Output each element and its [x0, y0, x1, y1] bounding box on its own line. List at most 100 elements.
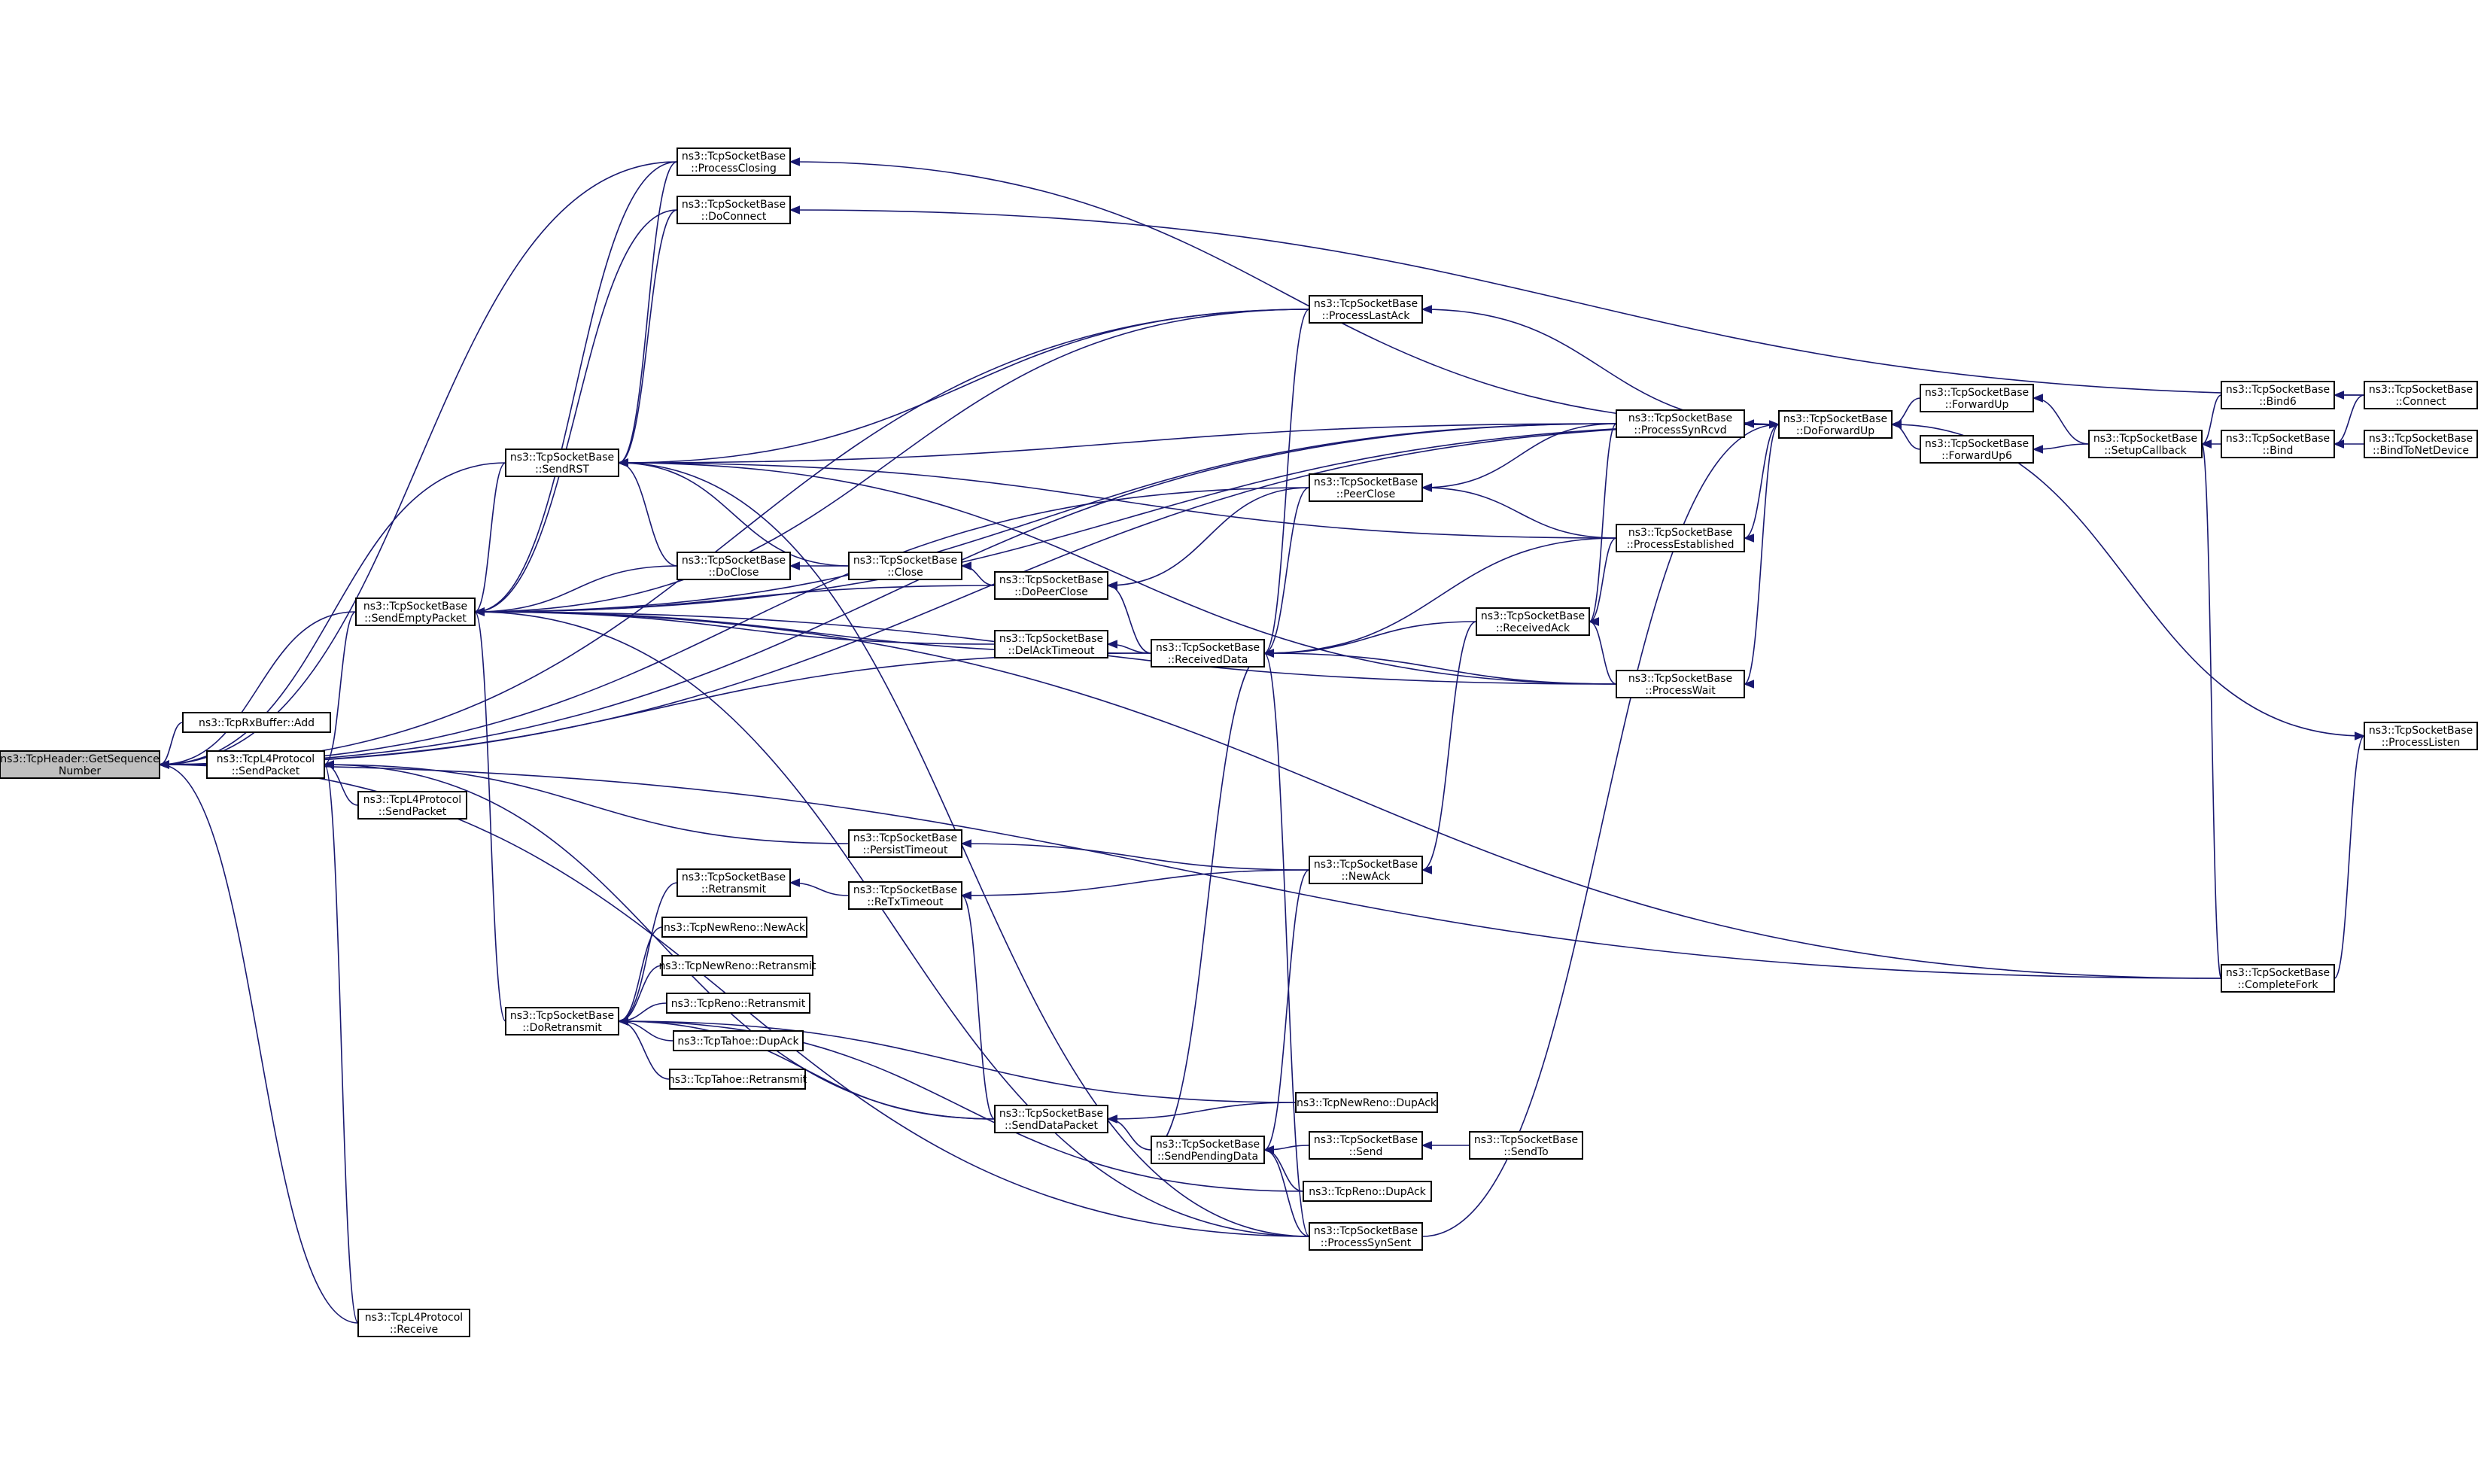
node-label-line: ::ReTxTimeout [867, 896, 944, 908]
node-label-line: ns3::TcpL4Protocol [365, 1312, 463, 1324]
edge-n28-to-n7 [617, 1017, 1297, 1103]
node-label-line: ::SendPacket [232, 765, 300, 777]
graph-node[interactable]: ns3::TcpL4Protocol::SendPacket [357, 791, 467, 820]
node-box [2221, 430, 2335, 458]
edge-n26-to-n23 [1263, 487, 1310, 658]
node-label-line: ns3::TcpSocketBase [363, 601, 467, 613]
edge-path [473, 423, 1617, 616]
edge-n31-to-n37 [1421, 420, 1780, 1237]
graph-node[interactable]: ns3::TcpSocketBase::SendTo [1469, 1131, 1583, 1160]
graph-node[interactable]: ns3::TcpSocketBase::NewAck [1309, 856, 1423, 884]
graph-node[interactable]: ns3::TcpSocketBase::DoPeerClose [994, 571, 1108, 600]
graph-node[interactable]: ns3::TcpSocketBase::PersistTimeout [848, 829, 962, 858]
node-box [1309, 1222, 1423, 1251]
graph-node[interactable]: ns3::TcpTahoe::DupAck [673, 1030, 804, 1051]
graph-node[interactable]: ns3::TcpSocketBase::ProcessEstablished [1616, 524, 1745, 552]
graph-node[interactable]: ns3::TcpRxBuffer::Add [182, 712, 331, 733]
graph-node[interactable]: ns3::TcpSocketBase::ProcessSynRcvd [1616, 409, 1745, 438]
edge-n46-to-n5 [473, 607, 2222, 979]
edge-n31-to-n23 [1263, 649, 1310, 1237]
node-label-line: ::BindToNetDevice [2373, 445, 2469, 457]
edge-n11-to-n7 [617, 882, 678, 1026]
graph-node[interactable]: ns3::TcpSocketBase::ProcessClosing [676, 147, 791, 176]
graph-node[interactable]: ns3::TcpSocketBase::ReTxTimeout [848, 881, 962, 910]
graph-node[interactable]: ns3::TcpSocketBase::SetupCallback [2088, 430, 2203, 458]
graph-node[interactable]: ns3::TcpSocketBase::Bind6 [2221, 381, 2335, 409]
edge-path [1421, 483, 1617, 539]
node-box [1151, 639, 1265, 667]
graph-node[interactable]: ns3::TcpSocketBase::ReceivedAck [1476, 607, 1590, 636]
graph-node[interactable]: ns3::TcpSocketBase::DoClose [676, 552, 791, 580]
graph-node[interactable]: ns3::TcpReno::Retransmit [666, 993, 810, 1014]
node-label-line: ::SendPendingData [1157, 1151, 1258, 1163]
edge-path [158, 760, 359, 1324]
edge-path [1588, 537, 1617, 626]
graph-node[interactable]: ns3::TcpSocketBase::SendEmptyPacket [355, 598, 476, 626]
edge-path [1421, 423, 1617, 492]
graph-node[interactable]: ns3::TcpNewReno::Retransmit [658, 955, 816, 976]
graph-node[interactable]: ns3::TcpSocketBase::DelAckTimeout [994, 630, 1108, 658]
graph-node[interactable]: ns3::TcpSocketBase::ProcessSynSent [1309, 1222, 1423, 1251]
graph-node[interactable]: ns3::TcpSocketBase::Bind [2221, 430, 2335, 458]
graph-node[interactable]: ns3::TcpSocketBase::Retransmit [676, 868, 791, 897]
node-box [661, 917, 807, 938]
graph-node[interactable]: ns3::TcpSocketBase::ProcessWait [1616, 670, 1745, 698]
graph-node[interactable]: ns3::TcpSocketBase::SendDataPacket [994, 1105, 1108, 1133]
node-label-line: ns3::TcpL4Protocol [363, 794, 461, 806]
graph-node[interactable]: ns3::TcpSocketBase::Send [1309, 1131, 1423, 1160]
node-label-line: ns3::TcpSocketBase [2093, 433, 2197, 445]
graph-node[interactable]: ns3::TcpReno::DupAck [1303, 1181, 1432, 1202]
node-box [848, 829, 962, 858]
graph-node[interactable]: ns3::TcpSocketBase::PeerClose [1309, 473, 1423, 502]
graph-node[interactable]: ns3::TcpSocketBase::DoConnect [676, 196, 791, 224]
node-label-line: ::ProcessLastAck [1322, 310, 1411, 322]
graph-node[interactable]: ns3::TcpSocketBase::SendRST [505, 449, 619, 477]
graph-node[interactable]: ns3::TcpSocketBase::BindToNetDevice [2364, 430, 2478, 458]
node-box [1616, 409, 1745, 438]
graph-node[interactable]: ns3::TcpL4Protocol::SendPacket [206, 750, 325, 779]
edge-n45-to-n37 [1890, 420, 2365, 737]
graph-node[interactable]: ns3::TcpSocketBase::Connect [2364, 381, 2478, 409]
edge-path [473, 607, 1310, 1237]
node-label-line: ns3::TcpSocketBase [2226, 967, 2330, 979]
graph-node[interactable]: ns3::TcpSocketBase::DoRetransmit [505, 1007, 619, 1035]
edge-path [617, 926, 663, 1026]
graph-node[interactable]: ns3::TcpSocketBase::DoForwardUp [1778, 410, 1893, 439]
graph-node[interactable]: ns3::TcpNewReno::DupAck [1295, 1092, 1438, 1113]
node-label-line: ns3::TcpSocketBase [1925, 387, 2029, 399]
edge-path [1106, 1115, 1152, 1151]
graph-node[interactable]: ns3::TcpNewReno::NewAck [661, 917, 807, 938]
edge-path [1890, 397, 1921, 429]
graph-node[interactable]: ns3::TcpL4Protocol::Receive [357, 1309, 470, 1337]
node-label-line: ::DoClose [709, 567, 759, 579]
edge-path [789, 878, 850, 896]
edge-n37-to-n34 [1743, 424, 1780, 543]
graph-node[interactable]: ns3::TcpSocketBase::SendPendingData [1151, 1136, 1265, 1164]
node-label-line: ns3::TcpSocketBase [853, 884, 957, 896]
graph-node[interactable]: ns3::TcpSocketBase::ProcessListen [2364, 722, 2478, 750]
node-box [1309, 295, 1423, 324]
edge-n46-to-n45 [2334, 731, 2366, 979]
edge-n46-to-n40 [2200, 439, 2222, 979]
edge-n6-to-n0 [158, 462, 506, 769]
graph-node[interactable]: ns3::TcpSocketBase::ReceivedData [1151, 639, 1265, 667]
node-box [357, 1309, 470, 1337]
edge-n37-to-n5 [473, 424, 1780, 616]
edge-path [158, 652, 1152, 769]
edge-path [1421, 420, 1780, 1237]
node-box [676, 196, 791, 224]
graph-node[interactable]: ns3::TcpSocketBase::CompleteFork [2221, 964, 2335, 993]
node-label-line: ns3::TcpSocketBase [1314, 1225, 1418, 1237]
graph-node[interactable]: ns3::TcpSocketBase::ForwardUp6 [1920, 435, 2034, 464]
graph-node[interactable]: ns3::TcpSocketBase::ProcessLastAck [1309, 295, 1423, 324]
edge-n36-to-n35 [1588, 617, 1617, 685]
edge-path [617, 309, 1310, 467]
graph-node[interactable]: ns3::TcpSocketBase::Close [848, 552, 962, 580]
edge-path [1106, 487, 1310, 590]
edge-path [323, 611, 357, 769]
node-label-line: ns3::TcpSocketBase [853, 832, 957, 844]
node-label-line: ns3::TcpL4Protocol [217, 753, 315, 765]
graph-node[interactable]: ns3::TcpSocketBase::ForwardUp [1920, 384, 2034, 412]
edge-path [960, 869, 1310, 900]
graph-node[interactable]: ns3::TcpTahoe::Retransmit [668, 1069, 807, 1090]
